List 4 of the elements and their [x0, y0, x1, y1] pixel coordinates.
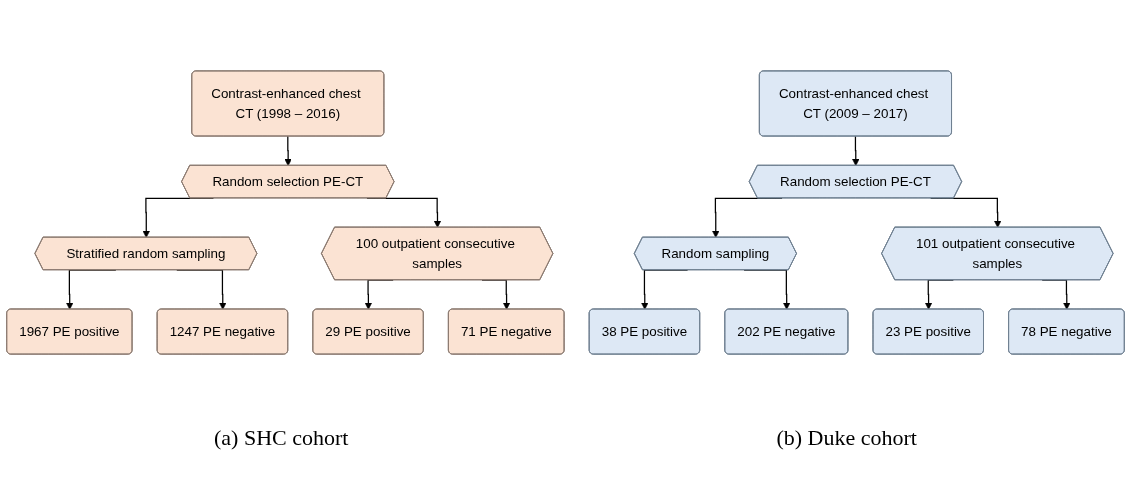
arrow [852, 135, 860, 167]
panel-caption: (a) SHC cohort [214, 425, 349, 451]
arrow [284, 135, 292, 167]
panel-caption: (b) Duke cohort [776, 425, 917, 451]
